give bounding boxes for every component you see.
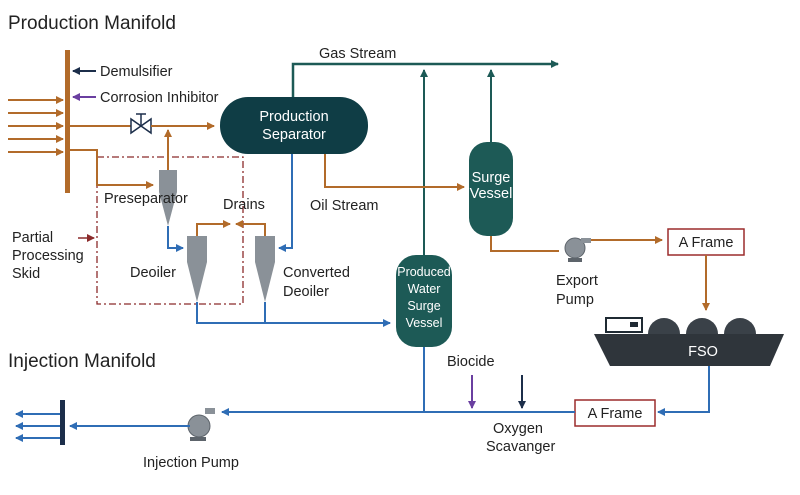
injection-pump-label: Injection Pump <box>143 455 239 471</box>
injection-pump-icon <box>187 408 215 441</box>
converted-deoiler-label-line2: Deoiler <box>283 284 329 300</box>
oxygen-scavenger-label-line2: Scavanger <box>486 439 555 455</box>
skid-label-line2: Processing <box>12 248 84 264</box>
choke-valve-icon <box>130 113 152 135</box>
deoiler-drain-line <box>196 220 231 236</box>
fso-water-return-line <box>657 366 710 416</box>
produced-water-surge-vessel <box>396 255 452 347</box>
production-manifold-title: Production Manifold <box>8 13 176 34</box>
injection-manifold-title: Injection Manifold <box>8 351 156 372</box>
preseparator-label: Preseparator <box>104 191 188 207</box>
oil-stream-line <box>324 154 465 191</box>
surge-vessel-outlet-line <box>490 236 559 252</box>
injection-outlet-arrows <box>15 410 60 442</box>
converted-deoiler-drain-line <box>235 220 266 236</box>
production-separator-label-line2: Separator <box>262 127 326 143</box>
a-frame-bottom-label: A Frame <box>588 406 643 422</box>
pw-vessel-label-line3: Surge <box>407 299 440 313</box>
deoiler-label: Deoiler <box>130 265 176 281</box>
partial-processing-skid-box <box>96 156 244 305</box>
fso-label: FSO <box>688 344 718 360</box>
gas-stream-label: Gas Stream <box>319 46 396 62</box>
inlet-arrows <box>8 96 64 156</box>
production-manifold-header <box>65 50 70 193</box>
export-pump-label-line1: Export <box>556 273 598 289</box>
a-frame-top-label: A Frame <box>679 235 734 251</box>
separator-water-outlet-line <box>278 154 293 252</box>
pw-vessel-label-line1: Produced <box>397 265 451 279</box>
converted-deoiler-hydrocyclone <box>255 236 275 302</box>
drains-label: Drains <box>223 197 265 213</box>
deoiler-water-outlet-line <box>196 302 391 327</box>
preseparator-feed-line <box>70 149 154 189</box>
production-separator <box>220 97 368 154</box>
skid-label-line3: Skid <box>12 266 40 282</box>
converted-deoiler-label-line1: Converted <box>283 265 350 281</box>
deoiler-hydrocyclone <box>187 236 207 302</box>
skid-label-line1: Partial <box>12 230 53 246</box>
pw-vessel-label-line2: Water <box>408 282 441 296</box>
preseparator-underflow-line <box>167 226 184 252</box>
injection-manifold-header <box>60 400 65 445</box>
surge-vessel-label-line1: Surge <box>472 170 511 186</box>
export-pump-label-line2: Pump <box>556 292 594 308</box>
gas-stream-line <box>291 60 559 97</box>
fso-vessel <box>594 317 784 366</box>
surge-vessel-label-line2: Vessel <box>470 186 513 202</box>
biocide-label: Biocide <box>447 354 495 370</box>
demulsifier-label: Demulsifier <box>100 64 173 80</box>
a-frame-bottom <box>574 399 656 427</box>
oxygen-scavenger-label-line1: Oxygen <box>493 421 543 437</box>
oil-stream-label: Oil Stream <box>310 198 379 214</box>
production-separator-label-line1: Production <box>259 109 328 125</box>
export-pump-icon <box>564 237 591 262</box>
corrosion-inhibitor-label: Corrosion Inhibitor <box>100 90 219 106</box>
pw-vessel-label-line4: Vessel <box>406 316 443 330</box>
preseparator-hydrocyclone <box>159 170 177 226</box>
surge-vessel <box>469 142 513 236</box>
